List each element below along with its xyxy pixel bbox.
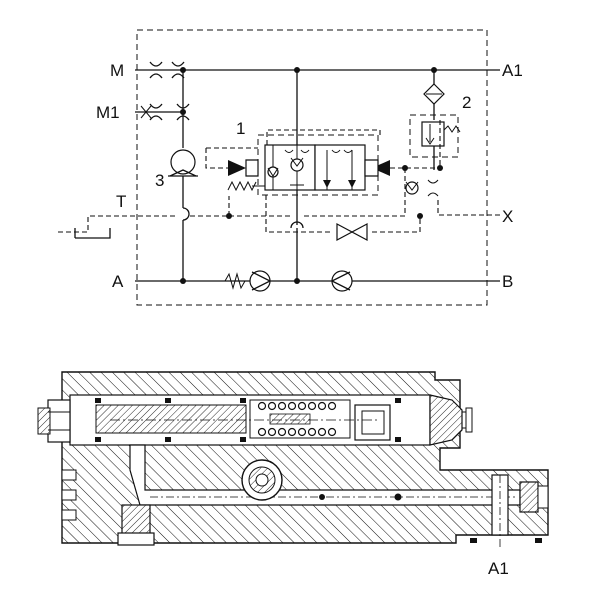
spool <box>95 404 247 434</box>
line-x <box>437 200 500 216</box>
port-plug-bottom <box>121 504 151 536</box>
line-t <box>58 215 176 233</box>
tank-icon <box>74 228 111 239</box>
hydraulic-schematic: M M1 A1 T X A B 1 2 3 <box>58 29 523 306</box>
end-plug-right <box>519 481 539 513</box>
shutoff-valve-icon <box>336 223 354 241</box>
spring-a-icon <box>224 272 246 290</box>
valve-1-right-envelope <box>314 144 366 191</box>
port-label-m1: M1 <box>96 103 120 122</box>
relief-valve-2-icon <box>421 121 445 147</box>
port-label-x: X <box>502 207 513 226</box>
schematic-envelope <box>136 29 488 306</box>
valve-cross-section: A1 <box>37 371 549 578</box>
component-label-1: 1 <box>236 119 245 138</box>
pilot-left-icon <box>228 160 246 176</box>
lower-channel <box>129 444 521 506</box>
spring-1-icon <box>227 180 257 192</box>
check-valve-a-icon <box>249 270 271 292</box>
end-plug-left <box>47 399 71 443</box>
spring-coils-icon <box>257 401 337 437</box>
spring-2-icon <box>443 125 461 133</box>
pilot-right-icon <box>372 160 390 176</box>
section-port-label-a1: A1 <box>488 559 509 578</box>
check-valve-b-icon <box>331 270 353 292</box>
port-label-t: T <box>116 192 126 211</box>
component-label-2: 2 <box>462 93 471 112</box>
fitting-right <box>429 394 463 446</box>
port-label-b: B <box>502 272 513 291</box>
port-label-a1: A1 <box>502 61 523 80</box>
poppet-seat <box>354 404 391 441</box>
orifice-m1-icon <box>149 103 163 121</box>
orifice-m-icon <box>149 61 163 79</box>
component-label-3: 3 <box>155 171 164 190</box>
check-valve-3-icon <box>170 149 196 175</box>
port-label-a: A <box>112 272 124 291</box>
port-label-m: M <box>110 61 124 80</box>
